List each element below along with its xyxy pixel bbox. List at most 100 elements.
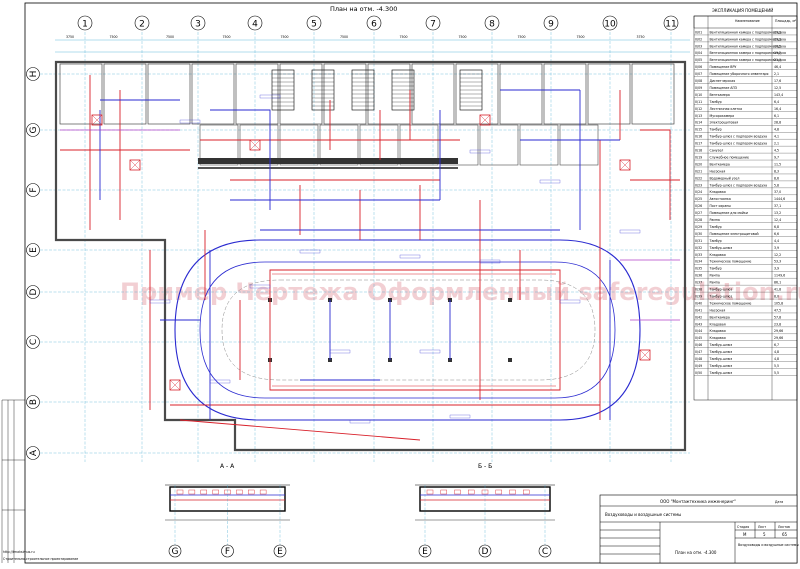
explication-room-number: 0/19 bbox=[695, 155, 702, 159]
explication-room-name: Помещение ВРУ bbox=[710, 65, 737, 69]
stage-value: М bbox=[743, 532, 747, 537]
stage-label: Стадия bbox=[737, 525, 749, 529]
explication-room-number: 0/41 bbox=[695, 308, 702, 312]
duct-network bbox=[60, 75, 680, 441]
explication-room-name: Тамбур-шлюз bbox=[709, 294, 733, 298]
supply-duct bbox=[640, 129, 671, 220]
explication-room-area: 8,0 bbox=[774, 294, 779, 298]
explication-room-area: 41,8 bbox=[774, 288, 781, 292]
footer-note: Строительно-строительное проектирование bbox=[3, 557, 78, 561]
explication-col-name: Наименование bbox=[735, 19, 760, 23]
axis-number-1: 1 bbox=[82, 20, 88, 30]
explication-room-area: 105,8 bbox=[774, 301, 783, 305]
explication-room-number: 0/01 bbox=[695, 30, 702, 34]
section-fitting bbox=[176, 489, 184, 495]
equipment-cross bbox=[639, 349, 651, 361]
explication-room-number: 0/47 bbox=[695, 350, 702, 354]
explication-room-name: Тамбур-шлюз с подпором воздуха bbox=[709, 142, 768, 146]
explication-room-area: 1149,6 bbox=[774, 274, 785, 278]
axis-bubble bbox=[190, 15, 206, 31]
axis-bubble bbox=[26, 243, 40, 257]
explication-room-number: 0/05 bbox=[695, 58, 702, 62]
explication-room-number: 0/32 bbox=[695, 246, 702, 250]
axis-bubble bbox=[26, 395, 40, 409]
axis-bubble bbox=[26, 183, 40, 197]
explication-room-number: 0/10 bbox=[695, 93, 702, 97]
equipment-unit bbox=[169, 379, 181, 391]
explication-room-name: Рампа bbox=[710, 218, 720, 222]
section-fitting bbox=[200, 489, 207, 495]
explication-room-name: Тамбур-шлюз bbox=[709, 350, 733, 354]
explication-room-area: 37,0 bbox=[774, 190, 781, 194]
equipment-unit bbox=[619, 159, 631, 171]
plan-title: План на отм. -4.300 bbox=[330, 5, 397, 13]
dimension-value: 7500 bbox=[458, 35, 466, 39]
explication-room-number: 0/22 bbox=[695, 176, 702, 180]
explication-room-number: 0/24 bbox=[695, 190, 702, 194]
axis-number-11: 11 bbox=[665, 20, 676, 30]
sheets-label: Листов bbox=[778, 525, 790, 529]
explication-room-area: 16,4 bbox=[774, 107, 781, 111]
room-outline bbox=[587, 63, 631, 125]
explication-room-area: 3,9 bbox=[774, 267, 779, 271]
section-aa-title: А - А bbox=[220, 463, 235, 470]
explication-room-area: 13,2 bbox=[774, 211, 781, 215]
explication-title: ЭКСПЛИКАЦИЯ ПОМЕЩЕНИЙ bbox=[712, 8, 773, 13]
section-axis-letter: G bbox=[172, 547, 179, 557]
explication-room-name: Тамбур-шлюз bbox=[709, 288, 733, 292]
axis-bubble bbox=[366, 15, 382, 31]
explication-room-name: Водомерный узел bbox=[710, 176, 740, 180]
explication-col-area: Площадь, м² bbox=[775, 19, 797, 23]
explication-room-area: 37,1 bbox=[774, 204, 781, 208]
explication-room-name: Помещение уборочного инвентаря bbox=[710, 72, 769, 76]
dimension-value: 7500 bbox=[517, 35, 525, 39]
axis-bubble bbox=[425, 15, 441, 31]
ramp-axis bbox=[221, 279, 596, 381]
section-axis-bubble bbox=[418, 544, 432, 558]
explication-room-number: 0/28 bbox=[695, 218, 702, 222]
explication-table: ЭКСПЛИКАЦИЯ ПОМЕЩЕНИЙ Наименование Площа… bbox=[693, 8, 798, 401]
explication-room-name: Санузел bbox=[710, 149, 724, 153]
room-outline bbox=[59, 63, 103, 125]
explication-room-name: Автостоянка bbox=[710, 197, 731, 201]
section-axis-bubble bbox=[168, 544, 182, 558]
corridor-band bbox=[198, 158, 458, 164]
axis-letter-F: F bbox=[29, 187, 39, 192]
equipment-cross bbox=[619, 159, 631, 171]
ramp-outer bbox=[174, 239, 641, 421]
explication-room-name: Техническое помещение bbox=[709, 301, 752, 305]
explication-room-name: Тамбур-шлюз bbox=[709, 357, 733, 361]
explication-room-number: 0/09 bbox=[695, 86, 702, 90]
duct-tag bbox=[259, 94, 281, 99]
explication-room-number: 0/37 bbox=[695, 281, 702, 285]
explication-room-area: 4,8 bbox=[774, 350, 779, 354]
right-block-name: Воздуховоды и воздушные системы bbox=[738, 543, 799, 547]
explication-room-name: Тамбур-шлюз bbox=[709, 364, 733, 368]
sheets-value: 65 bbox=[782, 532, 788, 537]
explication-room-area: 9,7 bbox=[774, 155, 779, 159]
explication-room-number: 0/13 bbox=[695, 114, 702, 118]
explication-room-area: 86,1 bbox=[774, 281, 781, 285]
explication-room-area: 16,5 bbox=[774, 44, 781, 48]
axis-bubble bbox=[134, 15, 150, 31]
equipment-unit bbox=[129, 159, 141, 171]
explication-room-area: 8,3 bbox=[774, 169, 779, 173]
explication-room-area: 21,1 bbox=[774, 58, 781, 62]
explication-room-name: Тамбур-шлюз bbox=[709, 246, 733, 250]
section-axis-letter: E bbox=[422, 547, 428, 557]
axis-bubble bbox=[26, 67, 40, 81]
room-outline bbox=[479, 124, 519, 166]
explication-room-number: 0/12 bbox=[695, 107, 702, 111]
explication-room-name: Вентиляционная камера с подпором воздуха bbox=[710, 58, 787, 62]
explication-room-area: 11,5 bbox=[774, 162, 781, 166]
axis-bubble bbox=[77, 15, 93, 31]
explication-room-number: 0/34 bbox=[695, 260, 702, 264]
axis-bubble bbox=[26, 123, 40, 137]
section-fitting bbox=[454, 489, 461, 495]
section-fitting bbox=[259, 489, 267, 495]
duct-tag bbox=[539, 179, 561, 184]
stair-block bbox=[351, 69, 375, 111]
axis-letter-C: C bbox=[29, 339, 39, 345]
explication-room-name: Пост охраны bbox=[710, 204, 732, 208]
